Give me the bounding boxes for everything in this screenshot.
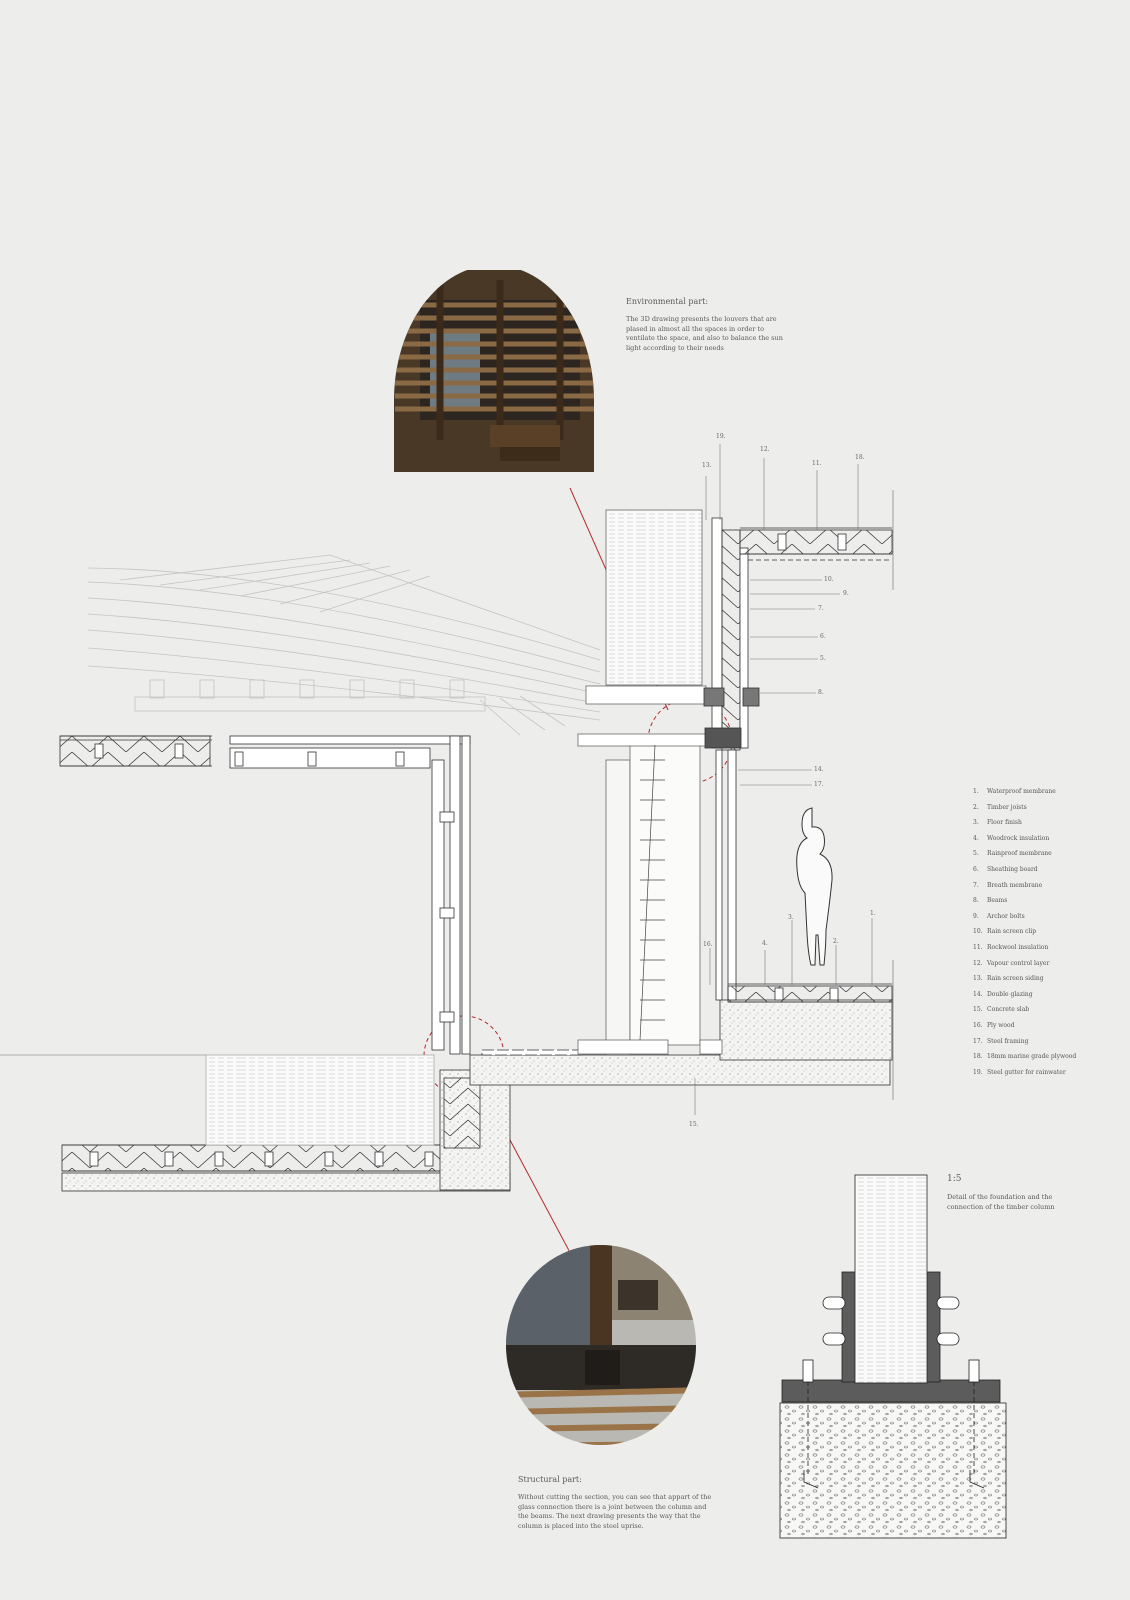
legend-num: 19. [973, 1068, 983, 1076]
callout-17: 17. [814, 781, 824, 788]
legend-label: Vapour control layer [987, 959, 1050, 967]
foundation-detail [779, 1174, 1007, 1539]
legend-label: Archor bolts [987, 912, 1025, 920]
legend-num: 2. [973, 803, 979, 811]
callout-15: 15. [689, 1121, 699, 1128]
legend-num: 14. [973, 990, 983, 998]
legend-num: 16. [973, 1021, 983, 1029]
legend-label: Rain screen clip [987, 928, 1037, 936]
callout-1: 1. [870, 910, 876, 917]
legend-num: 17. [973, 1037, 983, 1045]
structural-title: Structural part: [518, 1475, 582, 1484]
legend-label: Rockwool insulation [987, 943, 1049, 951]
legend-label: 18mm marine grade plywood [987, 1053, 1077, 1061]
legend-num: 6. [973, 865, 979, 873]
legend-num: 13. [973, 975, 983, 983]
detail-caption: Detail of the foundation and the connect… [947, 1193, 1055, 1211]
legend-num: 12. [973, 959, 983, 967]
legend-item: 10. Rain screen clip [973, 928, 1123, 944]
louver-render-image [394, 270, 594, 472]
callout-2: 2. [833, 938, 839, 945]
environmental-section: Environmental part: The 3D drawing prese… [626, 297, 786, 353]
legend-label: Breath membrane [987, 881, 1043, 889]
legend-item: 14. Double glazing [973, 991, 1123, 1007]
legend-label: Beams [987, 897, 1008, 905]
callout-10: 10. [824, 576, 834, 583]
legend-label: Floor finish [987, 819, 1022, 827]
legend-list: 1. Waterproof membrane 2. Timber joists 3.… [973, 788, 1123, 1084]
callout-7: 7. [818, 605, 824, 612]
legend-label: Rainproof membrane [987, 850, 1052, 858]
legend-label: Double glazing [987, 990, 1033, 998]
legend-label: Rain screen siding [987, 975, 1044, 983]
legend-item: 1. Waterproof membrane [973, 788, 1123, 804]
legend-num: 18. [973, 1053, 983, 1061]
legend-item: 3. Floor finish [973, 819, 1123, 835]
legend-label: Steel framing [987, 1037, 1029, 1045]
legend-num: 4. [973, 834, 979, 842]
legend-num: 11. [973, 943, 983, 951]
legend-num: 1. [973, 788, 979, 795]
legend-label: Sheathing board [987, 865, 1038, 873]
detail-caption-block: 1:5 Detail of the foundation and the con… [947, 1174, 1057, 1212]
callout-16: 16. [703, 941, 713, 948]
legend-item: 5. Rainproof membrane [973, 850, 1123, 866]
legend-item: 13. Rain screen siding [973, 975, 1123, 991]
legend-item: 8. Beams [973, 897, 1123, 913]
legend-item: 18. 18mm marine grade plywood [973, 1053, 1123, 1069]
legend-item: 19. Steel gutter for rainwater [973, 1069, 1123, 1085]
legend-item: 4. Woodrock insulation [973, 835, 1123, 851]
left-building-section [0, 735, 511, 1192]
legend-label: Waterproof membrane [987, 788, 1056, 795]
legend-num: 10. [973, 928, 983, 936]
human-silhouette-icon [796, 807, 833, 966]
legend-label: Ply wood [987, 1021, 1015, 1029]
right-wall-section [703, 490, 894, 1100]
callout-8: 8. [818, 689, 824, 696]
louver-perspective-sketch [87, 554, 601, 736]
callout-9: 9. [843, 590, 849, 597]
joint-render-image [506, 1245, 696, 1445]
legend-item: 6. Sheathing board [973, 866, 1123, 882]
ground-slab [469, 999, 893, 1086]
legend-num: 15. [973, 1006, 983, 1014]
legend-label: Timber joists [987, 803, 1027, 811]
legend-item: 9. Archor bolts [973, 913, 1123, 929]
callout-6: 6. [820, 633, 826, 640]
central-column [577, 509, 723, 1056]
structural-body: Without cutting the section, you can see… [518, 1493, 712, 1530]
legend-num: 3. [973, 819, 979, 827]
legend-num: 8. [973, 897, 979, 905]
callout-5: 5. [820, 655, 826, 662]
callout-14: 14. [814, 766, 824, 773]
legend-label: Woodrock insulation [987, 834, 1050, 842]
structural-section: Structural part: Without cutting the sec… [518, 1475, 718, 1531]
callout-19: 19. [716, 433, 726, 440]
callout-leaders [694, 444, 873, 1115]
legend-label: Steel gutter for rainwater [987, 1068, 1066, 1076]
callout-12: 12. [760, 446, 770, 453]
legend-num: 9. [973, 912, 979, 920]
environmental-title: Environmental part: [626, 297, 709, 306]
legend-num: 5. [973, 850, 979, 858]
legend-item: 15. Concrete slab [973, 1006, 1123, 1022]
callout-4: 4. [762, 940, 768, 947]
detail-scale: 1:5 [947, 1174, 962, 1184]
environmental-body: The 3D drawing presents the louvers that… [626, 315, 783, 352]
legend-item: 16. Ply wood [973, 1022, 1123, 1038]
callout-13: 13. [702, 462, 712, 469]
callout-11: 11. [812, 460, 822, 467]
legend-num: 7. [973, 881, 979, 889]
legend-item: 17. Steel framing [973, 1038, 1123, 1054]
legend-item: 2. Timber joists [973, 804, 1123, 820]
legend-item: 12. Vapour control layer [973, 960, 1123, 976]
legend-item: 7. Breath membrane [973, 882, 1123, 898]
callout-18: 18. [855, 454, 865, 461]
callout-3: 3. [788, 914, 794, 921]
legend-item: 11. Rockwool insulation [973, 944, 1123, 960]
legend-label: Concrete slab [987, 1006, 1030, 1014]
